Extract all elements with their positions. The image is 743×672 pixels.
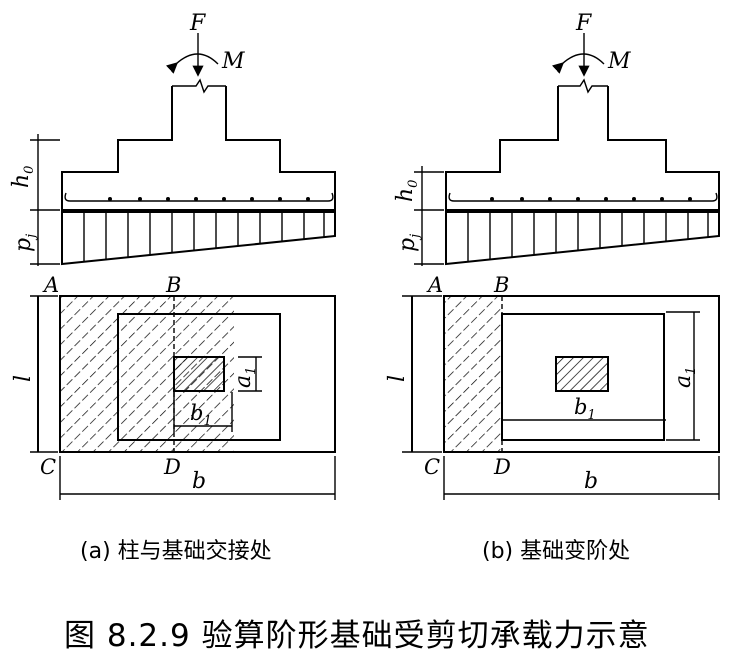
b-label-a: b	[192, 469, 206, 494]
pressure-diagram-b: pj	[395, 211, 720, 266]
rebar-b	[448, 192, 718, 202]
pj-label: pj	[11, 234, 39, 252]
h0-dimension: h0	[9, 134, 60, 212]
b-label-b: b	[584, 469, 598, 494]
a1-label-a: a1	[231, 367, 259, 388]
point-a-b: A	[426, 273, 443, 297]
h0-label-b: h0	[393, 180, 421, 202]
diagram-b: F M h0	[385, 11, 720, 564]
plan-view-a: b1 a1 l b A B C D	[11, 273, 336, 500]
pj-label-b: pj	[395, 234, 423, 252]
point-c-a: C	[40, 455, 56, 479]
plan-view-b: b1 a1 l b A B C D	[385, 273, 720, 500]
h0-dimension-b: h0	[393, 166, 444, 212]
l-label-b: l	[385, 375, 410, 382]
moment-label-b: M	[607, 49, 631, 74]
point-d-a: D	[163, 455, 181, 479]
b1-label-a: b1	[190, 401, 212, 429]
load-arrows-b	[552, 33, 605, 77]
b1-label-b: b1	[574, 395, 596, 423]
point-b-a: B	[165, 273, 181, 297]
moment-label: M	[221, 49, 245, 74]
rebar	[64, 192, 334, 202]
point-b-b: B	[493, 273, 509, 297]
load-arrows	[166, 33, 219, 77]
point-c-b: C	[424, 455, 440, 479]
point-d-b: D	[493, 455, 511, 479]
caption-a: (a) 柱与基础交接处	[80, 539, 272, 564]
diagram-a: F M h0	[9, 11, 336, 564]
foundation-section-b	[445, 86, 720, 211]
force-label: F	[189, 11, 206, 36]
h0-label: h0	[9, 166, 37, 188]
column	[173, 356, 225, 392]
l-label-a: l	[11, 375, 36, 382]
caption-b: (b) 基础变阶处	[482, 539, 630, 564]
column-b	[555, 356, 609, 392]
force-label-b: F	[575, 11, 592, 36]
foundation-section	[61, 86, 336, 211]
a1-label-b: a1	[671, 367, 699, 388]
figure-title: 图 8.2.9 验算阶形基础受剪切承载力示意	[64, 618, 650, 654]
point-a-a: A	[42, 273, 59, 297]
pressure-diagram: pj	[11, 211, 336, 266]
